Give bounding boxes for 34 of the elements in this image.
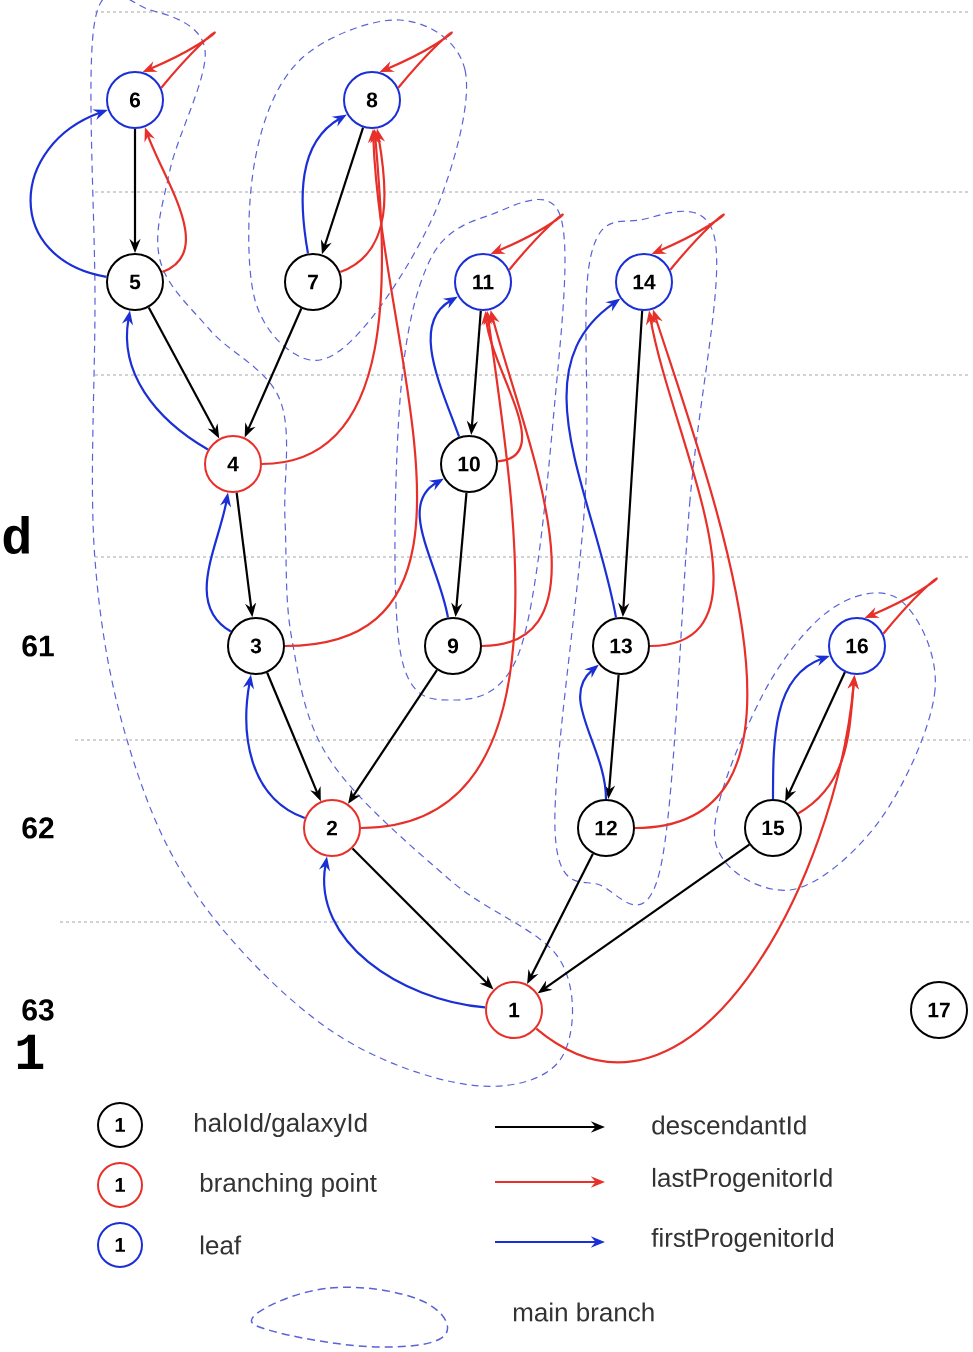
tree-node: 16 [828,617,886,675]
tree-node: 15 [744,799,802,857]
legend-text: lastProgenitorId [652,1167,832,1193]
legend-text: leaf [200,1235,242,1255]
tree-node: 13 [592,617,650,675]
tree-node: 14 [615,253,673,311]
arrow [418,478,450,618]
legend-node-sample: 1 [97,1162,143,1208]
tree-node: 3 [227,617,285,675]
cropped-letter: d [3,515,29,555]
tree-node: 10 [440,435,498,493]
tree-node: 1 [485,981,543,1039]
tree-node: 17 [910,981,968,1039]
tree-node: 7 [284,253,342,311]
legend-text: main branch [513,1302,654,1322]
tree-node: 11 [454,253,512,311]
legend-node-sample: 1 [97,1102,143,1148]
tree-node: 12 [577,799,635,857]
tree-node: 2 [303,799,361,857]
snapshot-number: 63 [22,999,54,1021]
legend-text: haloId/galaxyId [195,1112,367,1138]
snapshot-number: 61 [22,635,54,657]
arrow [429,296,461,438]
legend-text: branching point [200,1172,377,1198]
legend-node-sample: 1 [97,1222,143,1268]
legend-text: descendantId [652,1115,806,1135]
tree-node: 9 [424,617,482,675]
tree-node: 4 [204,435,262,493]
tree-node: 8 [343,71,401,129]
tree-node: 6 [106,71,164,129]
tree-node: 5 [106,253,164,311]
snapshot-number: 62 [22,817,54,839]
cropped-letter: 1 [17,1034,44,1070]
legend-text: firstProgenitorId [651,1227,834,1253]
